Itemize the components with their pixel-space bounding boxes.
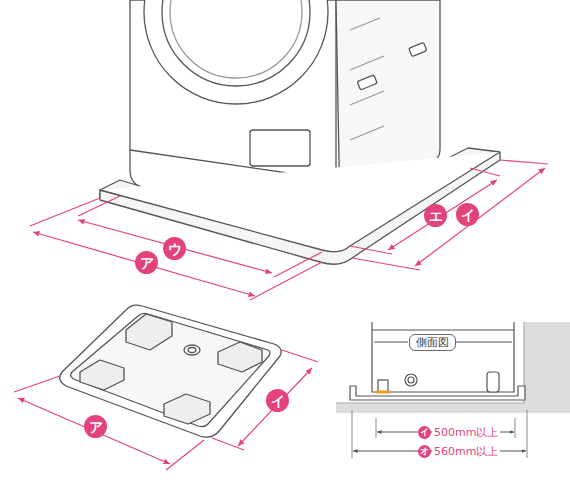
callout-circle: ウ — [163, 237, 186, 260]
dimension-text: 500mm以上 — [432, 426, 500, 439]
callout-letter: イ — [461, 208, 475, 222]
callout-letter: ア — [140, 256, 154, 270]
view-label: 側面図 — [416, 337, 449, 348]
callout-circle: ア — [135, 251, 158, 274]
dimension-text: 560mm以上 — [432, 445, 500, 458]
callout-circle: オ — [418, 445, 431, 458]
callout-circle: イ — [418, 426, 431, 439]
callout-letter: イ — [271, 394, 285, 408]
callout-letter: エ — [429, 209, 443, 223]
callout-circle: イ — [266, 389, 289, 412]
callout-letter: オ — [420, 447, 429, 456]
callout-letter: イ — [420, 428, 429, 437]
callout-circle: ア — [84, 415, 107, 438]
callout-letter: ウ — [168, 242, 182, 256]
callout-letter: ア — [89, 420, 103, 434]
view-label-box: 側面図 — [409, 334, 456, 351]
callout-circle: イ — [456, 203, 479, 226]
callout-circle: エ — [424, 204, 447, 227]
